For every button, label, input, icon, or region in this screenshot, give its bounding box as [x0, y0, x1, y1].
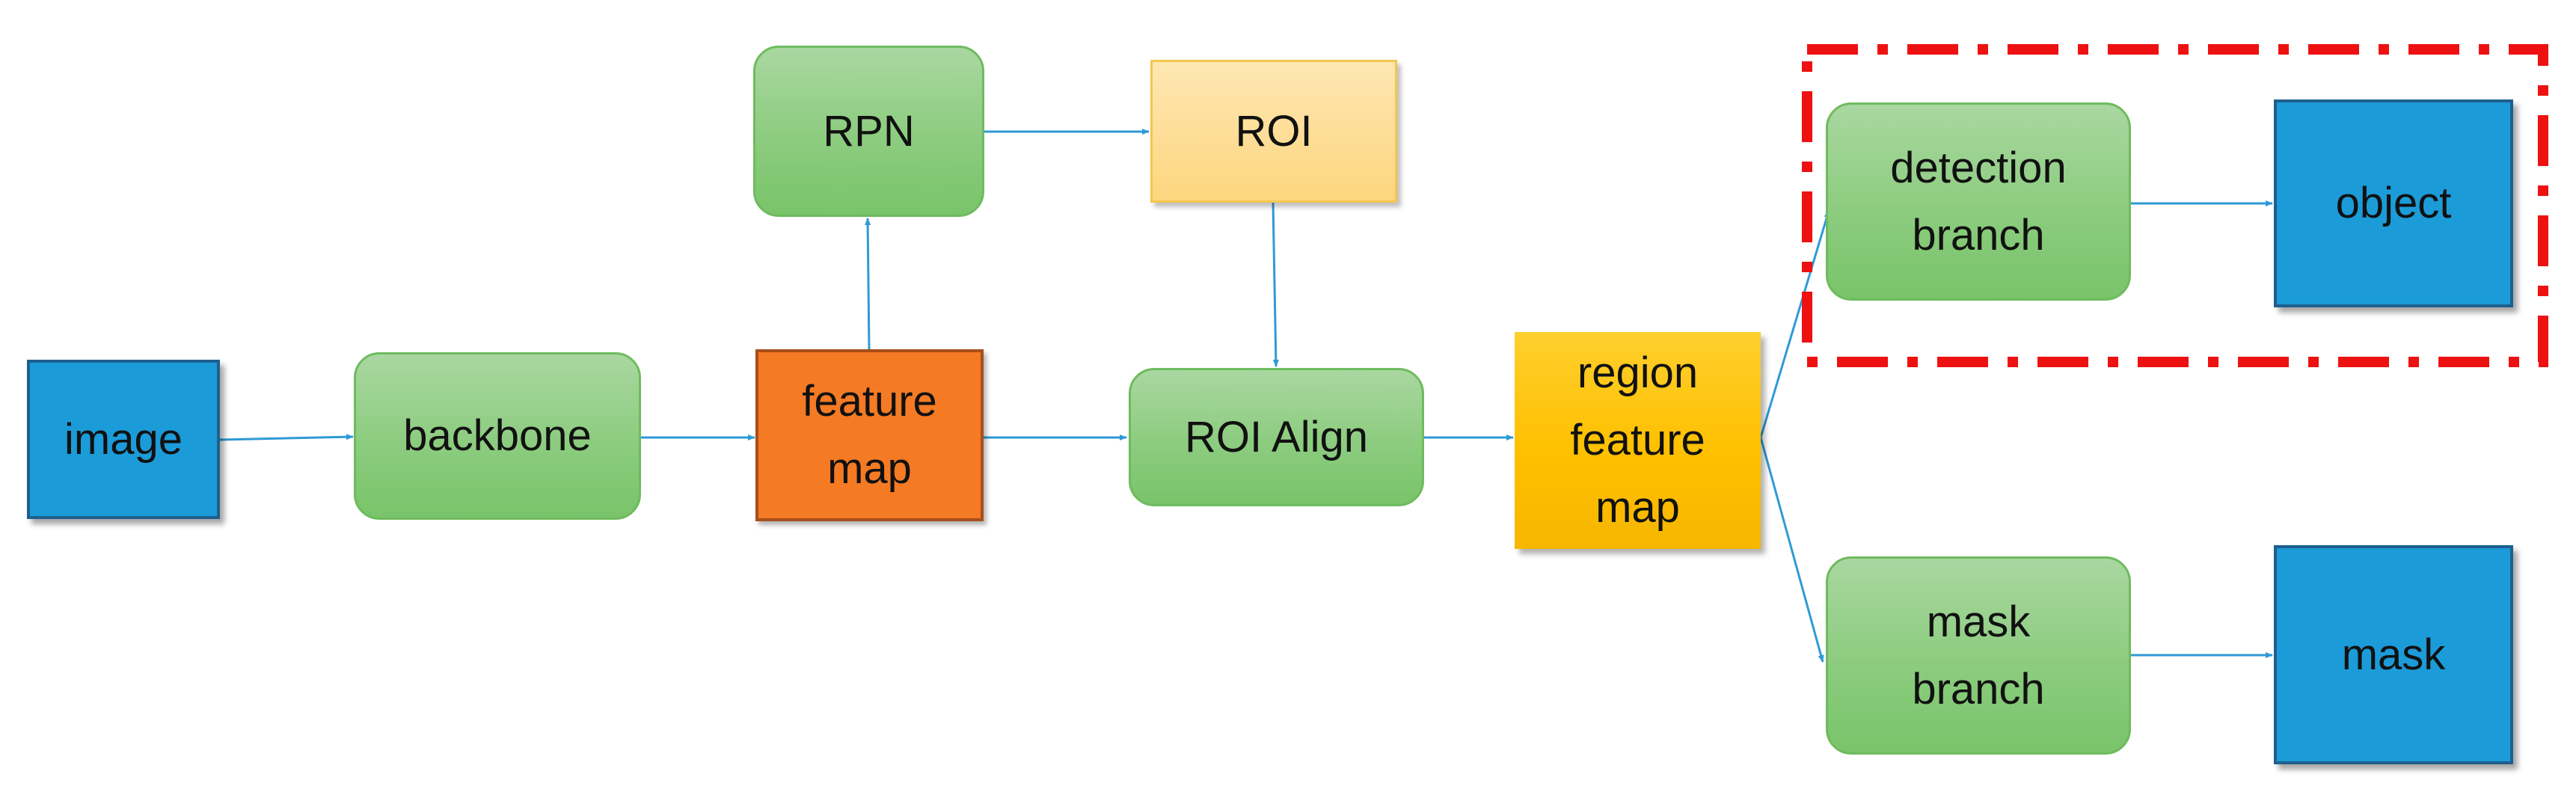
arrow-image-to-backbone [219, 434, 354, 441]
detection-highlight-box [1802, 44, 2548, 367]
object-node-label: object [2335, 179, 2452, 228]
mask-branch-label-line-2: branch [1912, 664, 2045, 713]
detection-branch-label-line-2: branch [1912, 210, 2045, 260]
arrow-feature-map-to-rpn [865, 218, 871, 350]
region-feature-map-label-line-1: region [1577, 349, 1699, 398]
region-feature-map-label-line-2: feature [1570, 416, 1705, 465]
detection-branch-node-text: detection branch [1890, 135, 2066, 269]
mask-node-label: mask [2341, 630, 2446, 679]
feature-map-node: feature map [755, 349, 984, 521]
roi-node: ROI [1150, 60, 1397, 203]
detection-branch-node: detection branch [1826, 102, 2131, 301]
arrow-region-to-detection-branch [1759, 210, 1830, 438]
mask-node: mask [2274, 545, 2513, 764]
feature-map-label-line-2: map [827, 444, 912, 493]
region-feature-map-node-text: region feature map [1570, 340, 1705, 541]
detection-branch-label-line-1: detection [1890, 143, 2067, 192]
region-feature-map-node: region feature map [1515, 332, 1761, 549]
roi-align-node-label: ROI Align [1185, 412, 1368, 461]
region-feature-map-label-line-3: map [1595, 482, 1680, 532]
backbone-node-label: backbone [403, 411, 592, 461]
rpn-node: RPN [753, 46, 984, 217]
feature-map-node-text: feature map [802, 368, 937, 503]
mask-branch-node: mask branch [1826, 556, 2131, 755]
arrow-roi-to-roi-align [1272, 202, 1279, 367]
roi-align-node: ROI Align [1129, 368, 1424, 506]
image-node: image [27, 360, 220, 519]
mask-branch-label-line-1: mask [1926, 597, 2031, 646]
object-node: object [2274, 99, 2513, 307]
arrow-region-to-mask-branch [1759, 437, 1824, 663]
backbone-node: backbone [354, 352, 641, 520]
rpn-node-label: RPN [823, 106, 915, 156]
roi-node-label: ROI [1235, 106, 1313, 156]
mask-branch-node-text: mask branch [1912, 589, 2044, 723]
image-node-label: image [64, 414, 183, 464]
feature-map-label-line-1: feature [802, 377, 937, 426]
